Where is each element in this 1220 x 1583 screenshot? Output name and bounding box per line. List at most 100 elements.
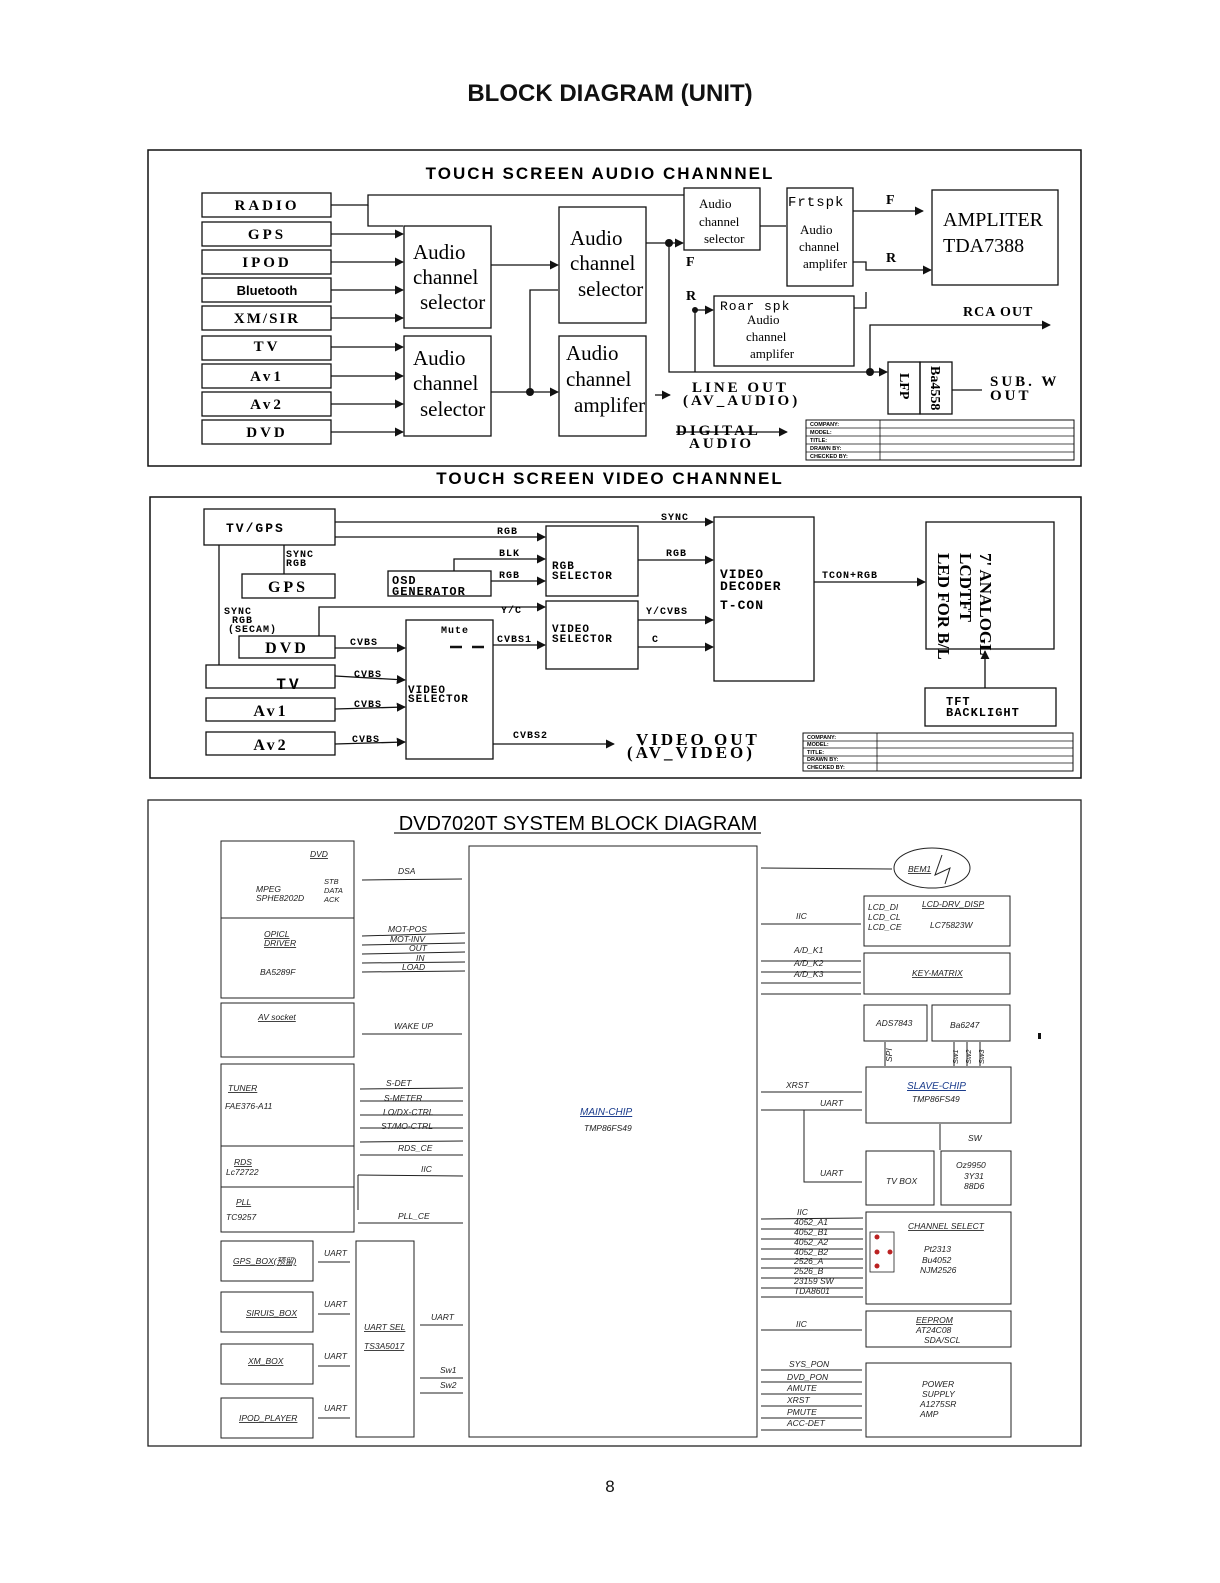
- xm-box-block: [220, 1343, 314, 1385]
- tb-model: MODEL:: [810, 430, 832, 436]
- cs-part-1: Pt2313: [924, 1244, 951, 1254]
- pwr-sig-3: AMUTE: [786, 1383, 817, 1393]
- lbl-cvbs-av2: CVBS: [352, 735, 380, 746]
- power-supply-block: [865, 1362, 1012, 1438]
- vtb-title: TITLE:: [807, 750, 824, 756]
- power-l3: A1275SR: [919, 1399, 956, 1409]
- ch-sig-8: TDA8601: [794, 1286, 830, 1296]
- sig-iic-rds: IIC: [421, 1164, 433, 1174]
- sw2-label: Sw2: [440, 1380, 457, 1390]
- lbl-sync: SYNC: [661, 513, 689, 524]
- ipod-player-label: IPOD_PLAYER: [239, 1413, 297, 1423]
- label-r-2: R: [886, 251, 897, 266]
- oz9950-l3: 88D6: [964, 1181, 985, 1191]
- gps-box-label: GPS_BOX(预留): [233, 1256, 296, 1266]
- tv-audio-box: [201, 335, 332, 361]
- video-decoder-box: [713, 516, 815, 682]
- siruis-box-block: [220, 1291, 314, 1333]
- input-radio: RADIO: [234, 198, 299, 214]
- oz9950-block: [940, 1150, 1012, 1206]
- system-block-diagram: DVD7020T SYSTEM BLOCK DIAGRAM DVD MPEG S…: [147, 799, 1082, 1447]
- front-amplifier: [786, 187, 854, 287]
- secam-label: (SECAM): [228, 624, 277, 636]
- lbl-cvbs-tv: CVBS: [354, 670, 382, 681]
- sig-s-det: S-DET: [386, 1078, 412, 1088]
- sphe-label: SPHE8202D: [256, 893, 304, 903]
- tb-title: TITLE:: [810, 438, 827, 444]
- lcd-l2: LCDTFT: [956, 553, 975, 623]
- pll-part: TC9257: [226, 1212, 257, 1222]
- av-audio-label: (AV_AUDIO): [683, 393, 800, 409]
- uart-l-1: UART: [324, 1248, 348, 1258]
- cs-part-2: Bu4052: [922, 1255, 952, 1265]
- lbl-ycvbs: Y/CVBS: [646, 606, 688, 618]
- lcd-drv-part: LC75823W: [930, 920, 974, 930]
- tb-company: COMPANY:: [810, 422, 839, 428]
- key-matrix-block: [863, 952, 1011, 995]
- av1-video-box: [205, 697, 336, 722]
- sel4-l1: Audio: [699, 196, 732, 211]
- ch-sig-1: 4052_A1: [794, 1217, 828, 1227]
- slave-chip-block: [865, 1066, 1012, 1124]
- xrst-1: XRST: [785, 1080, 809, 1090]
- key-matrix-label: KEY-MATRIX: [912, 968, 963, 978]
- sel2-l1: Audio: [413, 346, 466, 370]
- backlight-l2: BACKLIGHT: [946, 706, 1020, 720]
- input-av2: Av2: [250, 397, 284, 413]
- lfp-label: LFP: [896, 373, 911, 400]
- oz9950-l2: 3Y31: [964, 1171, 984, 1181]
- uart-r-2: UART: [820, 1168, 844, 1178]
- lbl-cvbs2: CVBS2: [513, 731, 548, 742]
- ch-sig-5: 2526_A: [793, 1256, 824, 1266]
- video-channel-diagram: TOUCH SCREEN VIDEO CHANNNEL: [149, 469, 1082, 779]
- lbl-yc: Y/C: [501, 605, 522, 617]
- rgb-sel-l2: SELECTOR: [552, 571, 613, 583]
- system-title: DVD7020T SYSTEM BLOCK DIAGRAM: [399, 813, 758, 835]
- sig-pll-ce: PLL_CE: [398, 1211, 430, 1221]
- vtb-model: MODEL:: [807, 742, 829, 748]
- pwr-sig-2: DVD_PON: [787, 1372, 829, 1382]
- dvd-video-label: DVD: [265, 640, 309, 657]
- uart-l-3: UART: [324, 1351, 348, 1361]
- lbl-cvbs1: CVBS1: [497, 635, 532, 646]
- amp-main-l1: Audio: [566, 341, 619, 365]
- sw-label: SW: [968, 1133, 983, 1143]
- lcd-ce: LCD_CE: [868, 922, 902, 932]
- eeprom-part: AT24C08: [915, 1325, 952, 1335]
- rgb-label-2: RGB: [232, 616, 253, 627]
- uart-l-2: UART: [324, 1299, 348, 1309]
- xm-box-label: XM_BOX: [247, 1356, 284, 1366]
- sel2-l3: selector: [420, 397, 485, 421]
- sig-mot-inv: MOT-INV: [390, 934, 426, 944]
- audio-selector-3: [558, 206, 647, 324]
- slave-title: SLAVE-CHIP: [907, 1081, 966, 1092]
- video-selector-box: [545, 600, 639, 670]
- tvgps-box: [203, 508, 336, 546]
- uart-sel-l1: UART SEL: [364, 1322, 406, 1332]
- lcd-di: LCD_DI: [868, 902, 899, 912]
- tb-drawn: DRAWN BY:: [810, 446, 842, 452]
- dvd-block: [220, 840, 355, 999]
- eeprom-title: EEPROM: [916, 1315, 954, 1325]
- vid-sel-l2: SELECTOR: [552, 634, 613, 646]
- power-l4: AMP: [919, 1409, 939, 1419]
- sig-dsa: DSA: [398, 866, 416, 876]
- ack-label: ACK: [323, 895, 340, 904]
- uart-sel-l2: TS3A5017: [364, 1341, 404, 1351]
- ch-sig-7: 23159 SW: [793, 1276, 835, 1286]
- uart-sel-out: UART: [431, 1312, 455, 1322]
- sync-label-1: SYNC: [286, 550, 314, 561]
- eeprom-bus: SDA/SCL: [924, 1335, 961, 1345]
- ampliter-l1: AMPLITER: [943, 209, 1044, 231]
- main-chip-title: MAIN-CHIP: [580, 1107, 633, 1118]
- ch-sig-iic: IIC: [797, 1207, 809, 1217]
- sig-load: LOAD: [402, 962, 425, 972]
- lcd-box: [925, 521, 1055, 650]
- backlight-l1: TFT: [946, 695, 971, 709]
- tuner-block: [220, 1063, 355, 1233]
- ba6247-label: Ba6247: [950, 1020, 980, 1030]
- gps-box-block: [220, 1240, 314, 1282]
- opicl-l1: OPICL: [264, 929, 290, 939]
- bem-label: BEM1: [908, 864, 931, 874]
- sig-out: OUT: [409, 943, 428, 953]
